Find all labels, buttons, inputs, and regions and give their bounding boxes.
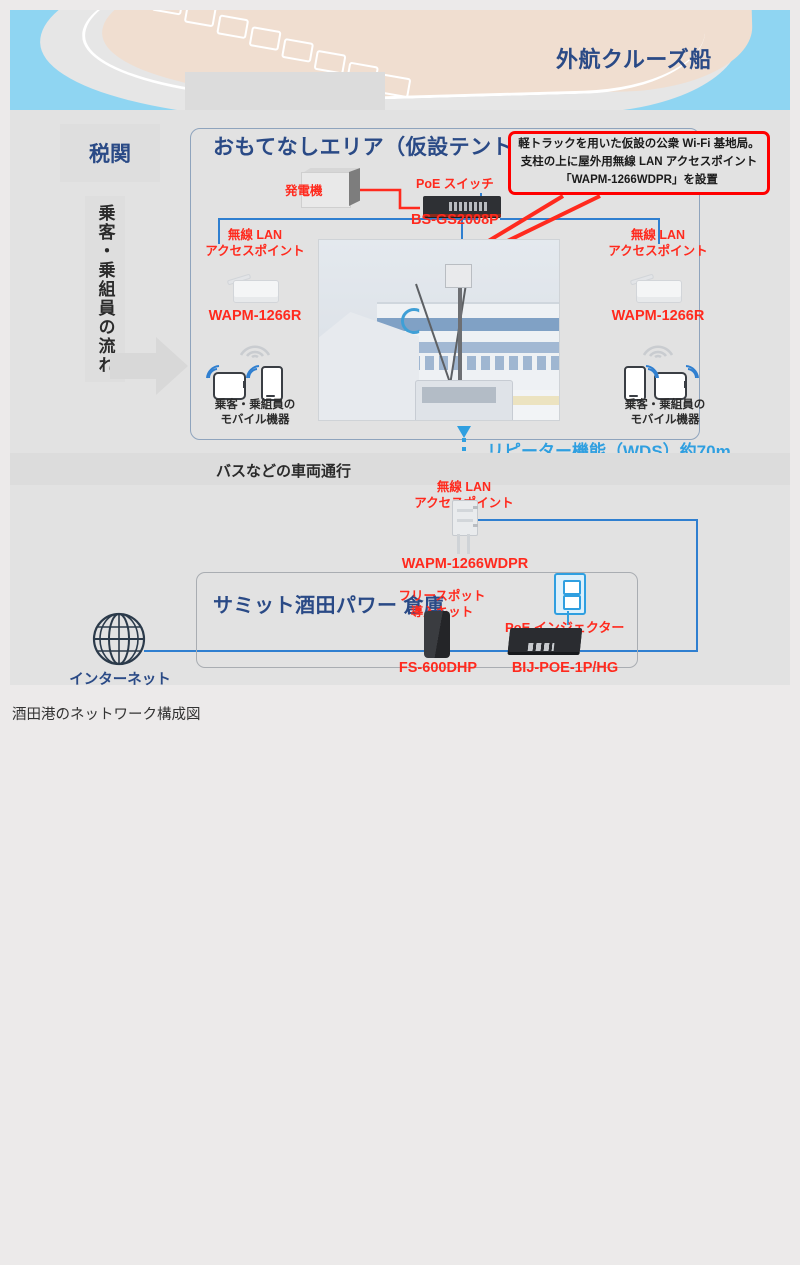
left-tablet-icon: [213, 372, 246, 400]
outlet-socket-lower: [563, 595, 581, 610]
freespot-model: FS-600DHP: [398, 660, 478, 676]
cable-switch-to-mast-ap: [461, 218, 463, 242]
site-photo: [318, 239, 560, 421]
left-devices-line1: 乗客・乗組員の: [214, 399, 296, 411]
poe-injector-ports: [527, 643, 555, 651]
generator-side: [349, 168, 360, 206]
outlet-socket-upper: [563, 580, 581, 595]
right-ap-model: WAPM-1266R: [611, 308, 705, 324]
photo-ship-windows: [383, 356, 559, 370]
right-ap-title-line1: 無線 LAN: [630, 228, 686, 242]
photo-deck-band-2: [377, 342, 559, 353]
outdoor-ap-arm-lower: [473, 524, 478, 527]
right-tablet-wifi-icon: [685, 365, 699, 379]
quay: [185, 72, 385, 110]
customs-box: 税関: [60, 124, 160, 182]
cable-right-down: [696, 519, 698, 652]
generator-body: [301, 172, 351, 208]
left-ap-body: [233, 280, 279, 303]
internet-label: インターネット: [69, 672, 171, 688]
warehouse-area: [196, 572, 638, 668]
flow-arrow-icon: [110, 337, 188, 395]
right-devices-line1: 乗客・乗組員の: [624, 399, 706, 411]
passenger-flow-box: [85, 196, 125, 382]
outdoor-ap-pole-left: [457, 534, 460, 554]
cable-left-ap-drop: [218, 218, 220, 244]
left-ap-model: WAPM-1266R: [208, 308, 302, 324]
customs-label: 税関: [89, 143, 131, 166]
passenger-flow-label: 乗客・乗組員の流れ: [95, 203, 115, 375]
poe-switch-ports: [449, 202, 489, 211]
generator-top: [301, 168, 360, 174]
outdoor-access-point-device: [450, 500, 478, 554]
right-phone-wifi-icon: [645, 365, 659, 379]
cable-right-ap-drop: [658, 218, 660, 244]
photo-truck-window: [422, 387, 496, 403]
hospitality-tent-area: [190, 128, 700, 440]
wds-ap-model: WAPM-1266WDPR: [401, 556, 529, 572]
left-ap-wifi-icon: [239, 345, 271, 359]
road-label: バスなどの車両通行: [216, 463, 352, 480]
right-ap-title-line2: アクセスポイント: [608, 243, 708, 258]
poe-switch-label: PoE スイッチ: [416, 177, 494, 191]
cable-switch-to-left-ap: [218, 218, 478, 220]
cable-into-injector: [580, 650, 698, 652]
power-outlet-icon: [554, 573, 586, 615]
warehouse-title: サミット酒田パワー 倉庫: [213, 595, 445, 617]
right-devices-label: 乗客・乗組員の モバイル機器: [600, 398, 730, 428]
left-ap-title: 無線 LAN アクセスポイント: [195, 228, 315, 259]
cable-outdoor-ap-right: [478, 519, 698, 521]
callout-box: 軽トラックを用いた仮設の公衆 Wi-Fi 基地局。支柱の上に屋外用無線 LAN …: [508, 131, 770, 195]
freespot-device: [424, 611, 450, 658]
internet-globe-icon: [92, 612, 146, 666]
photo-mast: [458, 273, 462, 385]
outdoor-ap-slot-1: [457, 509, 473, 512]
outdoor-ap-slot-2: [457, 519, 473, 522]
left-ap-title-line2: アクセスポイント: [205, 243, 305, 258]
poe-switch-model: BS-GS2008P: [411, 212, 499, 228]
cable-outlet-to-injector: [567, 611, 569, 625]
outdoor-ap-panel: [452, 500, 478, 536]
cable-callout-stub: [480, 193, 482, 197]
right-devices-line2: モバイル機器: [630, 413, 700, 426]
diagram-canvas: 外航クルーズ船 税関 乗客・乗組員の流れ おもてなしエリア（仮設テント） 軽トラ…: [10, 10, 790, 723]
photo-light-truck: [415, 380, 513, 420]
poe-switch-stripe: [423, 214, 501, 217]
ship-label: 外航クルーズ船: [556, 47, 712, 72]
left-devices-line2: モバイル機器: [220, 413, 290, 426]
generator-label: 発電機: [285, 184, 323, 198]
left-tablet-wifi-icon: [206, 365, 220, 379]
right-ap-title: 無線 LAN アクセスポイント: [598, 228, 718, 259]
photo-deck-band: [377, 318, 559, 331]
poe-injector-model: BIJ-POE-1P/HG: [511, 660, 619, 676]
freespot-label-line1: フリースポット: [398, 589, 486, 603]
wds-ap-title-line1: 無線 LAN: [436, 480, 492, 494]
road-band: [10, 453, 790, 485]
sea-area: [10, 10, 790, 110]
cable-freespot-to-injector: [450, 650, 510, 652]
right-phone-icon: [624, 366, 646, 401]
cable-switch-to-right-ap: [500, 218, 660, 220]
left-phone-wifi-icon: [246, 365, 260, 379]
right-tablet-icon: [654, 372, 687, 400]
left-ap-title-line1: 無線 LAN: [227, 228, 283, 242]
right-ap-body: [636, 280, 682, 303]
left-access-point-device: [226, 272, 283, 303]
left-phone-icon: [261, 366, 283, 401]
right-access-point-device: [629, 272, 686, 303]
photo-ship-logo: [401, 308, 420, 334]
outdoor-ap-pole-right: [467, 534, 470, 554]
cable-internet-to-freespot: [144, 650, 426, 652]
outdoor-ap-arm-upper: [473, 506, 478, 509]
tent-area-title: おもてなしエリア（仮設テント）: [213, 136, 535, 159]
photo-mast-access-point: [445, 264, 472, 288]
figure-caption: 酒田港のネットワーク構成図: [12, 707, 201, 723]
left-devices-label: 乗客・乗組員の モバイル機器: [190, 398, 320, 428]
right-ap-wifi-icon: [642, 345, 674, 359]
